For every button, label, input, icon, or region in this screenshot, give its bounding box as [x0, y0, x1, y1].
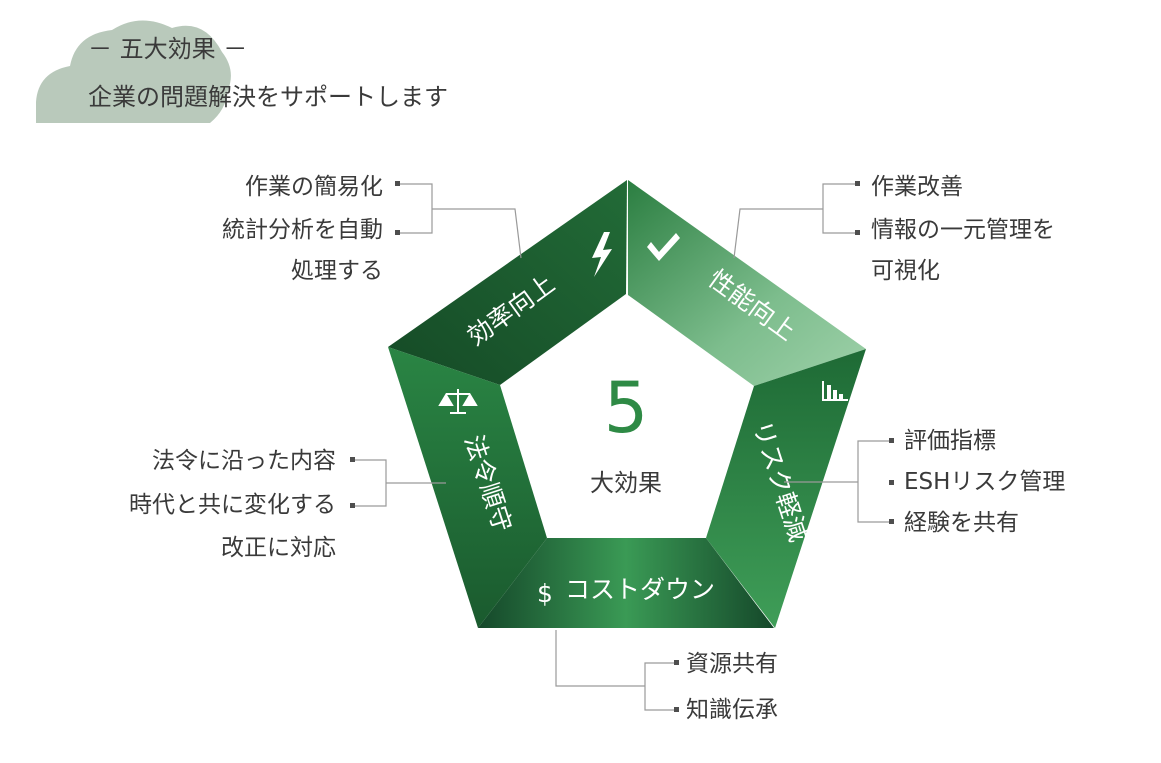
segment-efficiency [388, 180, 627, 385]
segment-risk [706, 349, 866, 628]
desc-efficiency-3: 処理する [291, 258, 383, 284]
connector-compliance [350, 457, 446, 508]
header-subtitle: － 五大効果 － [88, 35, 247, 63]
lightning-icon [592, 232, 612, 277]
connector-performance [733, 181, 860, 259]
desc-compliance-3: 改正に対応 [221, 535, 336, 561]
bar-chart-icon [822, 381, 848, 401]
connector-risk [784, 438, 894, 524]
scales-icon [438, 389, 478, 414]
segment-performance [628, 180, 866, 386]
check-icon [647, 233, 680, 261]
header-cloud [36, 20, 231, 123]
segment-cost [478, 538, 774, 628]
center-label: 大効果 [590, 469, 662, 497]
segment-label-cost: コストダウン [565, 575, 715, 604]
desc-performance-3: 可視化 [871, 258, 940, 284]
segment-compliance [388, 347, 547, 628]
desc-cost-2: 知識伝承 [686, 697, 778, 723]
center-number: 5 [604, 367, 649, 449]
desc-performance-2: 情報の一元管理を [871, 217, 1055, 243]
desc-cost-1: 資源共有 [686, 651, 778, 677]
desc-compliance-2: 時代と共に変化する [129, 492, 336, 518]
desc-efficiency-1: 作業の簡易化 [245, 174, 383, 200]
dollar-icon: $ [537, 579, 553, 608]
connector-cost [555, 630, 679, 712]
desc-efficiency-2: 統計分析を自動 [222, 217, 383, 243]
header-title: 企業の問題解決をサポートします [88, 83, 448, 111]
desc-compliance-1: 法令に沿った内容 [152, 448, 336, 474]
desc-risk-3: 経験を共有 [904, 510, 1019, 536]
desc-risk-2: ESHリスク管理 [904, 469, 1065, 495]
connector-efficiency [395, 181, 522, 259]
desc-performance-1: 作業改善 [871, 174, 963, 200]
desc-risk-1: 評価指標 [904, 428, 996, 454]
